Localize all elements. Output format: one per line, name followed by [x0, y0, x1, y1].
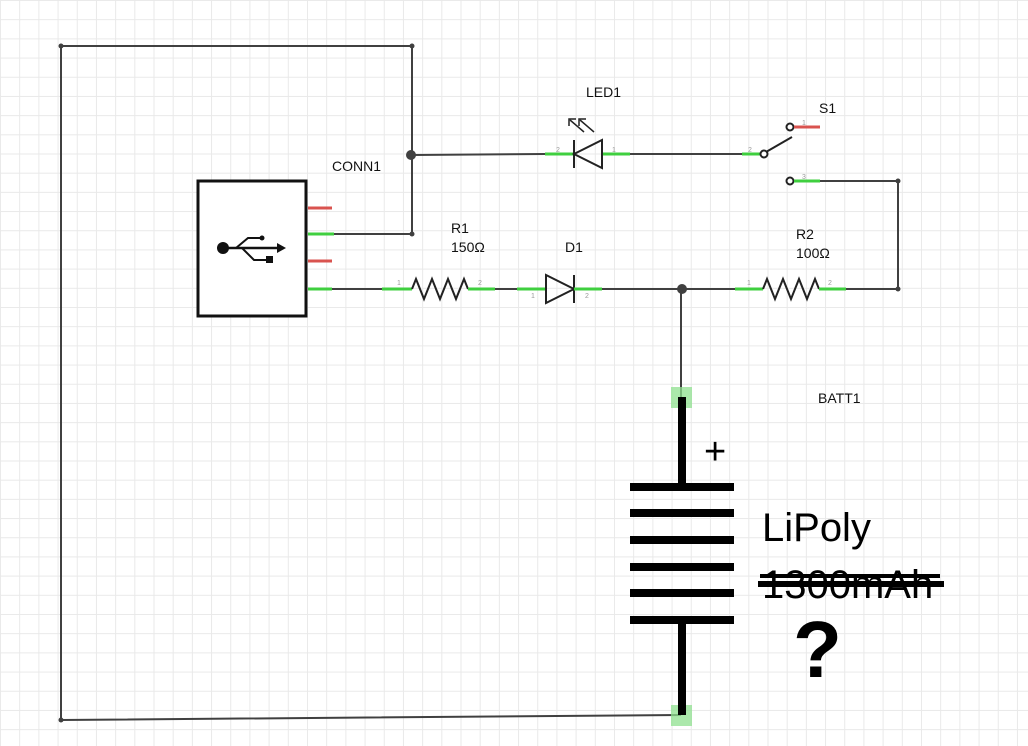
r1-pin-number: 1: [397, 280, 401, 287]
wire-bend-point: [409, 231, 415, 237]
s1-lever: [765, 136, 793, 153]
batt1-battery[interactable]: [630, 387, 734, 726]
wire-bend-point: [409, 43, 415, 49]
s1-pin-number: 3: [802, 174, 806, 181]
d1-diode[interactable]: [517, 273, 602, 305]
wire-outer-loop[interactable]: [60, 45, 682, 722]
led1-triangle: [571, 138, 603, 170]
d1-pin-number: 1: [531, 293, 535, 300]
s1-switch[interactable]: [742, 122, 820, 186]
r2-resistor[interactable]: [735, 276, 846, 302]
wire-bend-point: [58, 43, 64, 49]
r1-value: 150Ω: [451, 239, 485, 255]
s1-pin-number: 2: [748, 147, 752, 154]
wire-bend-point: [58, 717, 64, 723]
r2-zigzag: [762, 276, 820, 302]
batt1-chemistry-label: LiPoly: [762, 506, 871, 550]
wires: [60, 45, 899, 722]
wire-switch-to-r2[interactable]: [820, 180, 899, 290]
batt1-label: BATT1: [818, 390, 861, 406]
wire-junction-to-led[interactable]: [411, 153, 546, 156]
r2-pin-number: 2: [828, 280, 832, 287]
r2-pin-number: 1: [747, 280, 751, 287]
d1-triangle: [545, 273, 577, 305]
conn1-usb-connector[interactable]: [196, 179, 334, 318]
wire-bend-point: [895, 286, 901, 292]
r1-pin-number: 2: [478, 280, 482, 287]
batt1-question-mark: ?: [793, 605, 842, 694]
s1-contact-3: [785, 176, 795, 186]
led1-pin-number: 1: [612, 147, 616, 154]
conn1-body: [196, 179, 308, 318]
batt1-terminal-negative[interactable]: [671, 705, 692, 726]
s1-label: S1: [819, 100, 836, 116]
usb-icon: [217, 235, 286, 263]
led1-component[interactable]: [545, 118, 630, 170]
conn1-label: CONN1: [332, 158, 381, 174]
led1-light-arrows: [568, 118, 595, 133]
d1-pin-number: 2: [585, 293, 589, 300]
r1-label: R1: [451, 220, 469, 236]
s1-common-contact: [759, 149, 769, 159]
junction-node-middle: [677, 284, 687, 294]
d1-label: D1: [565, 239, 583, 255]
batt1-capacity-struck: 1300mAh: [758, 563, 944, 607]
wire-conn-to-junction[interactable]: [334, 46, 413, 235]
junction-node-top: [406, 150, 416, 160]
s1-contact-1: [785, 122, 795, 132]
r1-zigzag: [411, 276, 469, 302]
led1-label: LED1: [586, 84, 621, 100]
batt1-plus-sign: +: [704, 431, 726, 473]
r2-value: 100Ω: [796, 245, 830, 261]
led1-pin-number: 2: [556, 147, 560, 154]
s1-pin-number: 1: [802, 120, 806, 127]
wire-bend-point: [895, 178, 901, 184]
r1-resistor[interactable]: [382, 276, 495, 302]
r2-label: R2: [796, 226, 814, 242]
